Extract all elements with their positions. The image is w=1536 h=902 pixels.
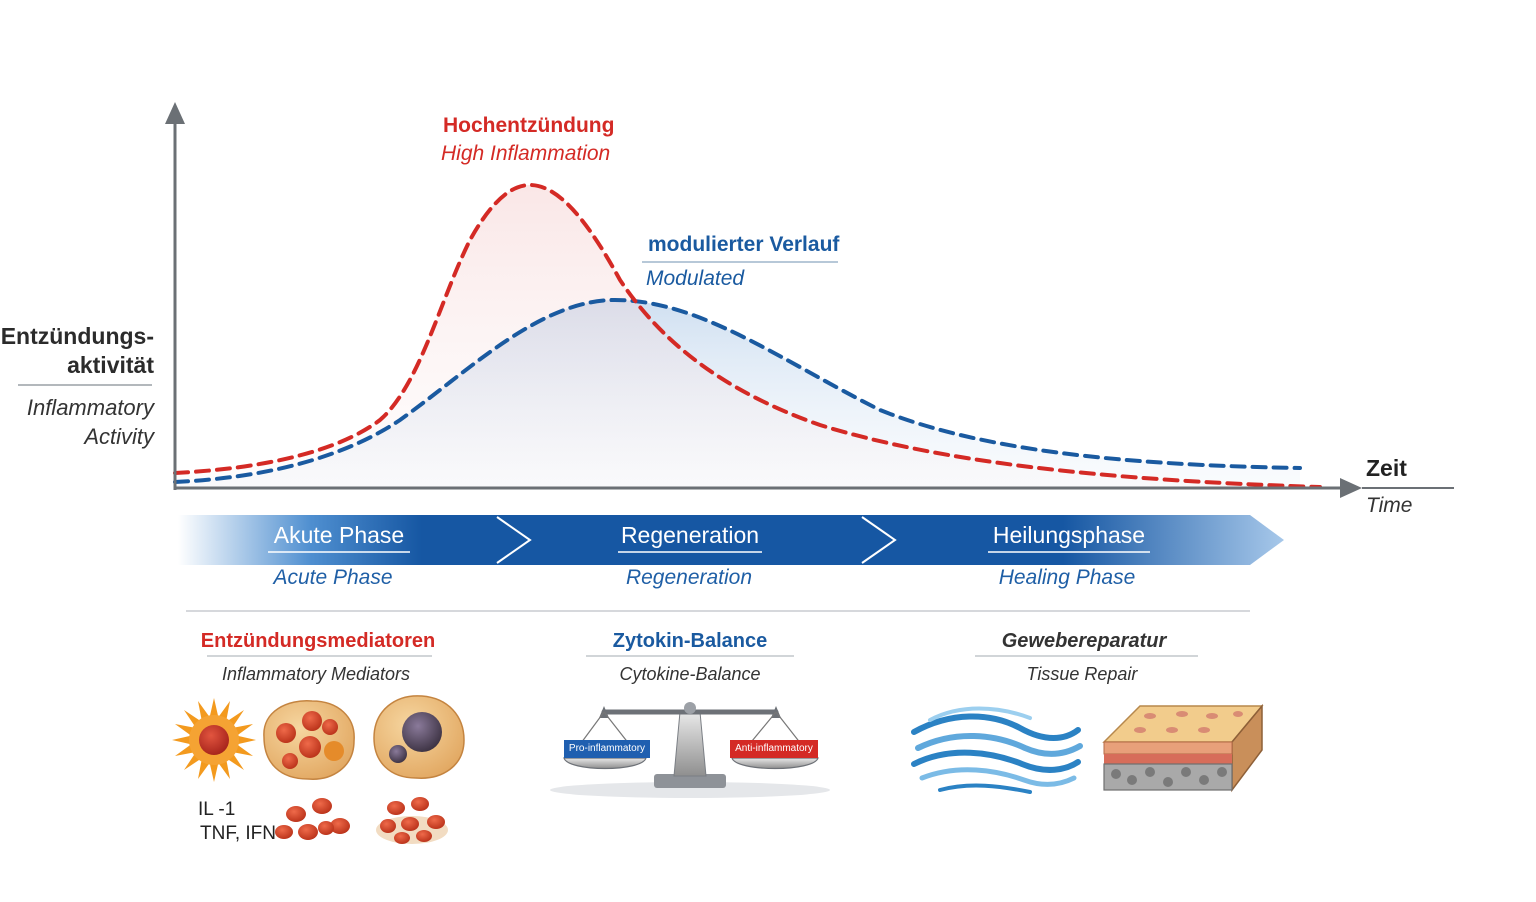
pro-inflammatory-tag (564, 740, 650, 758)
y-axis-label-en-line1: Inflammatory (26, 395, 154, 420)
phase-chevron-1 (496, 516, 532, 564)
macrophage-illustration (373, 695, 465, 779)
high-curve-label-de: Hochentzündung (443, 114, 615, 137)
x-axis-arrowhead (1340, 478, 1362, 498)
high-curve-label-en: High Inflammation (441, 142, 611, 165)
phase-3-label-de: Heilungsphase (992, 522, 1146, 548)
high-curve (173, 182, 1322, 489)
modulated-curve-label-de: modulierter Verlauf (648, 233, 840, 256)
mediators-title-de: Entzündungsmediatoren (200, 630, 436, 652)
balance-scale-illustration (550, 702, 830, 798)
cytokines-line2: TNF, IFN (200, 823, 276, 844)
x-axis-label-de: Zeit (1366, 455, 1407, 481)
anti-inflammatory-label: Anti-inflammatory (735, 743, 813, 754)
balance-title-en: Cytokine-Balance (619, 664, 761, 684)
y-axis-label-de-line1: Entzündungs- (0, 323, 154, 349)
repair-title-en: Tissue Repair (1026, 664, 1138, 684)
balance-title-de: Zytokin-Balance (612, 630, 768, 652)
anti-inflammatory-tag (730, 740, 818, 758)
tissue-block-illustration (1102, 703, 1264, 793)
granulocyte-illustration (263, 700, 355, 780)
phase-3-label-en: Healing Phase (998, 566, 1136, 589)
phase-2-label-de: Regeneration (620, 522, 760, 548)
mediators-title-en: Inflammatory Mediators (221, 664, 411, 684)
water-waves-illustration (911, 706, 1083, 794)
y-axis-arrowhead (165, 102, 185, 124)
blood-cell-cluster-2 (376, 797, 448, 844)
pro-inflammatory-label: Pro-inflammatory (568, 743, 646, 754)
modulated-curve-label-en: Modulated (646, 267, 745, 290)
phase-1-label-en: Acute Phase (273, 566, 393, 589)
blood-cell-cluster-1 (275, 798, 350, 840)
spiky-cell-illustration (172, 698, 256, 782)
x-axis-label-en: Time (1366, 494, 1413, 517)
phase-2-label-en: Regeneration (625, 566, 753, 589)
phase-chevron-2 (861, 516, 897, 564)
y-axis-label-de-line2: aktivität (67, 352, 154, 378)
repair-title-de: Gewebereparatur (1001, 630, 1167, 652)
cytokines-line1: IL -1 (198, 799, 236, 820)
high-curve-fill (175, 185, 1320, 487)
modulated-curve (173, 297, 1302, 484)
phase-1-label-de: Akute Phase (273, 522, 405, 548)
y-axis-label-en-line2: Activity (84, 424, 154, 449)
